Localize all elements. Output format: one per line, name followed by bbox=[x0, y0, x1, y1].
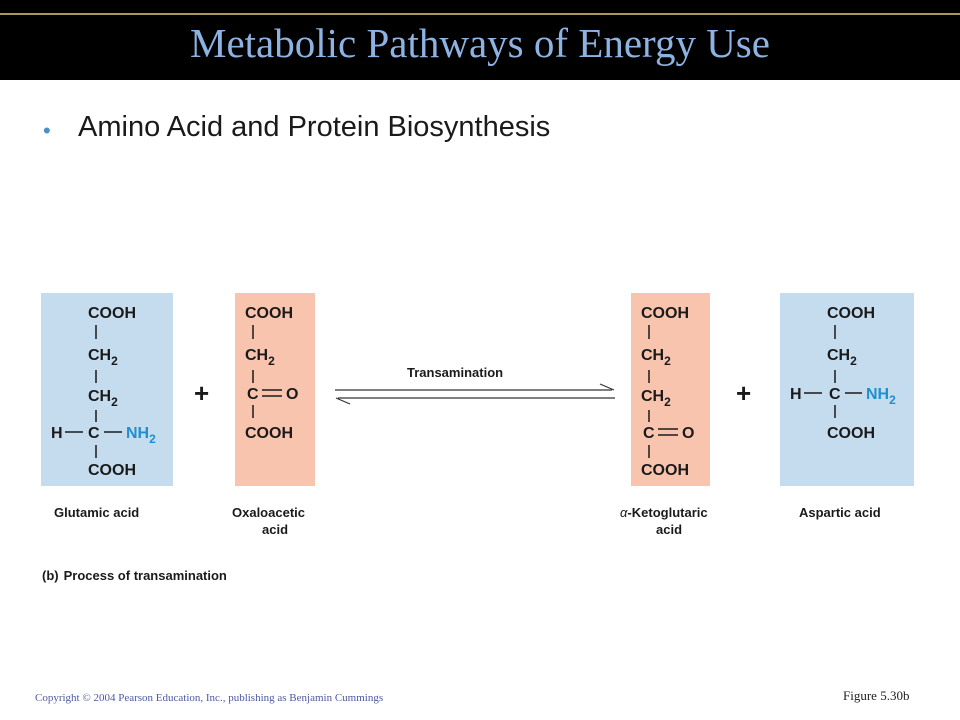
ketoglutaric-acid-label-line2: acid bbox=[656, 522, 682, 537]
figure-caption: (b)Process of transamination bbox=[42, 568, 227, 583]
ketoglutaric-cooh-bottom: COOH bbox=[641, 462, 689, 479]
oxaloacetic-cooh-bottom: COOH bbox=[245, 425, 293, 442]
plus-sign-left: + bbox=[194, 378, 209, 408]
ketoglutaric-ch2-2: CH2 bbox=[641, 388, 671, 409]
transamination-label: Transamination bbox=[407, 365, 503, 380]
glutamic-ch2-2: CH2 bbox=[88, 388, 118, 409]
aspartic-cooh-bottom: COOH bbox=[827, 425, 875, 442]
ketoglutaric-cooh-top: COOH bbox=[641, 305, 689, 322]
molecule-labels: Glutamic acid Oxaloacetic acid α-Ketoglu… bbox=[54, 505, 881, 537]
aspartic-nh2: NH2 bbox=[866, 386, 896, 407]
ketoglutaric-c: C bbox=[643, 425, 655, 442]
equilibrium-arrows bbox=[335, 383, 615, 405]
title-bar-rule bbox=[0, 13, 960, 15]
glutamic-acid-box bbox=[41, 293, 173, 486]
oxaloacetic-cooh-top: COOH bbox=[245, 305, 293, 322]
ketoglutaric-acid-label-line1: α-Ketoglutaric bbox=[620, 505, 708, 520]
ketoglutaric-acid-structure: COOH CH2 CH2 C O COOH bbox=[641, 305, 694, 479]
ketoglutaric-o: O bbox=[682, 425, 694, 442]
bullet-icon: • bbox=[43, 118, 51, 143]
oxaloacetic-acid-structure: COOH CH2 C O COOH bbox=[245, 305, 298, 442]
oxaloacetic-acid-label-line2: acid bbox=[262, 522, 288, 537]
oxaloacetic-c: C bbox=[247, 386, 259, 403]
plus-sign-right: + bbox=[736, 378, 751, 408]
aspartic-acid-box bbox=[780, 293, 914, 486]
oxaloacetic-ch2: CH2 bbox=[245, 347, 275, 368]
ketoglutaric-acid-box bbox=[631, 293, 710, 486]
aspartic-cooh-top: COOH bbox=[827, 305, 875, 322]
bullet-text: Amino Acid and Protein Biosynthesis bbox=[78, 111, 551, 143]
slide-title: Metabolic Pathways of Energy Use bbox=[190, 20, 770, 66]
oxaloacetic-acid-label-line1: Oxaloacetic bbox=[232, 505, 305, 520]
figure-reference: Figure 5.30b bbox=[843, 688, 910, 703]
glutamic-nh2: NH2 bbox=[126, 425, 156, 446]
glutamic-ch2-1: CH2 bbox=[88, 347, 118, 368]
aspartic-acid-structure: COOH CH2 H C NH2 COOH bbox=[790, 305, 896, 442]
aspartic-acid-label: Aspartic acid bbox=[799, 505, 881, 520]
glutamic-acid-structure: COOH CH2 CH2 H C NH2 COOH bbox=[51, 305, 156, 479]
ketoglutaric-ch2-1: CH2 bbox=[641, 347, 671, 368]
aspartic-h: H bbox=[790, 386, 802, 403]
title-bar: Metabolic Pathways of Energy Use bbox=[0, 0, 960, 80]
glutamic-h: H bbox=[51, 425, 63, 442]
copyright-text: Copyright © 2004 Pearson Education, Inc.… bbox=[35, 692, 384, 704]
transamination-diagram: COOH CH2 CH2 H C NH2 COOH + COOH CH2 C O… bbox=[41, 293, 914, 583]
oxaloacetic-o: O bbox=[286, 386, 298, 403]
aspartic-ch2: CH2 bbox=[827, 347, 857, 368]
glutamic-c: C bbox=[88, 425, 100, 442]
aspartic-c: C bbox=[829, 386, 841, 403]
glutamic-cooh-bottom: COOH bbox=[88, 462, 136, 479]
glutamic-cooh-top: COOH bbox=[88, 305, 136, 322]
glutamic-acid-label: Glutamic acid bbox=[54, 505, 139, 520]
